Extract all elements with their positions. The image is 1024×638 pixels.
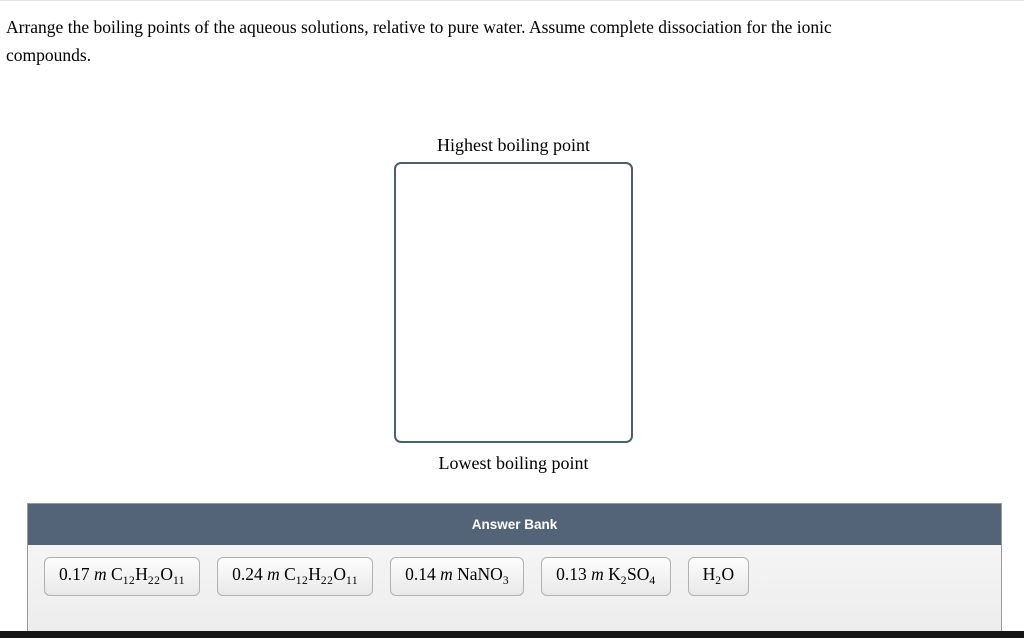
- answer-chip[interactable]: 0.13 m K2SO4: [541, 557, 671, 596]
- sorting-area: Highest boiling point Lowest boiling poi…: [394, 134, 633, 474]
- formula-segment: H: [308, 564, 321, 584]
- answer-chip-row: 0.17 m C12H22O11 0.24 m C12H22O11 0.14 m…: [28, 545, 1001, 596]
- formula-segment: 22: [147, 575, 161, 587]
- formula-segment: 2: [715, 575, 722, 587]
- formula-segment: m: [267, 564, 280, 584]
- formula-segment: C: [279, 564, 296, 584]
- lowest-boiling-label: Lowest boiling point: [438, 453, 589, 473]
- formula-segment: O: [333, 564, 347, 584]
- formula-segment: H: [135, 564, 148, 584]
- formula-segment: m: [440, 564, 453, 584]
- answer-chip[interactable]: 0.14 m NaNO3: [390, 557, 525, 596]
- formula-segment: 12: [295, 575, 309, 587]
- formula-segment: m: [94, 564, 107, 584]
- formula-segment: K: [603, 564, 621, 584]
- formula-segment: 11: [346, 575, 359, 587]
- question-text: Arrange the boiling points of the aqueou…: [6, 17, 832, 65]
- formula-segment: 4: [649, 575, 656, 587]
- formula-segment: 12: [122, 575, 136, 587]
- formula-segment: 0.17: [59, 564, 94, 584]
- answer-bank-header: Answer Bank: [28, 504, 1001, 545]
- formula-segment: 0.14: [405, 564, 441, 584]
- answer-bank-title: Answer Bank: [471, 517, 558, 532]
- answer-chip[interactable]: H2O: [687, 557, 750, 596]
- formula-segment: H: [702, 564, 716, 584]
- bottom-edge-bar: [0, 631, 1024, 638]
- formula-segment: m: [591, 564, 604, 584]
- formula-segment: 2: [620, 575, 627, 587]
- answer-chip[interactable]: 0.17 m C12H22O11: [44, 557, 201, 596]
- formula-segment: C: [106, 564, 123, 584]
- top-divider: [0, 0, 1024, 1]
- answer-chip[interactable]: 0.24 m C12H22O11: [217, 557, 374, 596]
- formula-segment: 3: [502, 575, 510, 587]
- formula-segment: O: [160, 564, 173, 584]
- formula-segment: NaNO: [452, 564, 503, 584]
- formula-segment: O: [721, 564, 735, 584]
- formula-segment: 0.24: [232, 564, 268, 584]
- answer-bank: Answer Bank 0.17 m C12H22O11 0.24 m C12H…: [27, 503, 1002, 631]
- highest-boiling-label: Highest boiling point: [437, 135, 590, 155]
- answer-drop-zone[interactable]: [394, 162, 633, 443]
- formula-segment: SO: [626, 564, 650, 584]
- formula-segment: 22: [320, 575, 334, 587]
- formula-segment: 11: [172, 575, 186, 587]
- formula-segment: 0.13: [556, 564, 592, 584]
